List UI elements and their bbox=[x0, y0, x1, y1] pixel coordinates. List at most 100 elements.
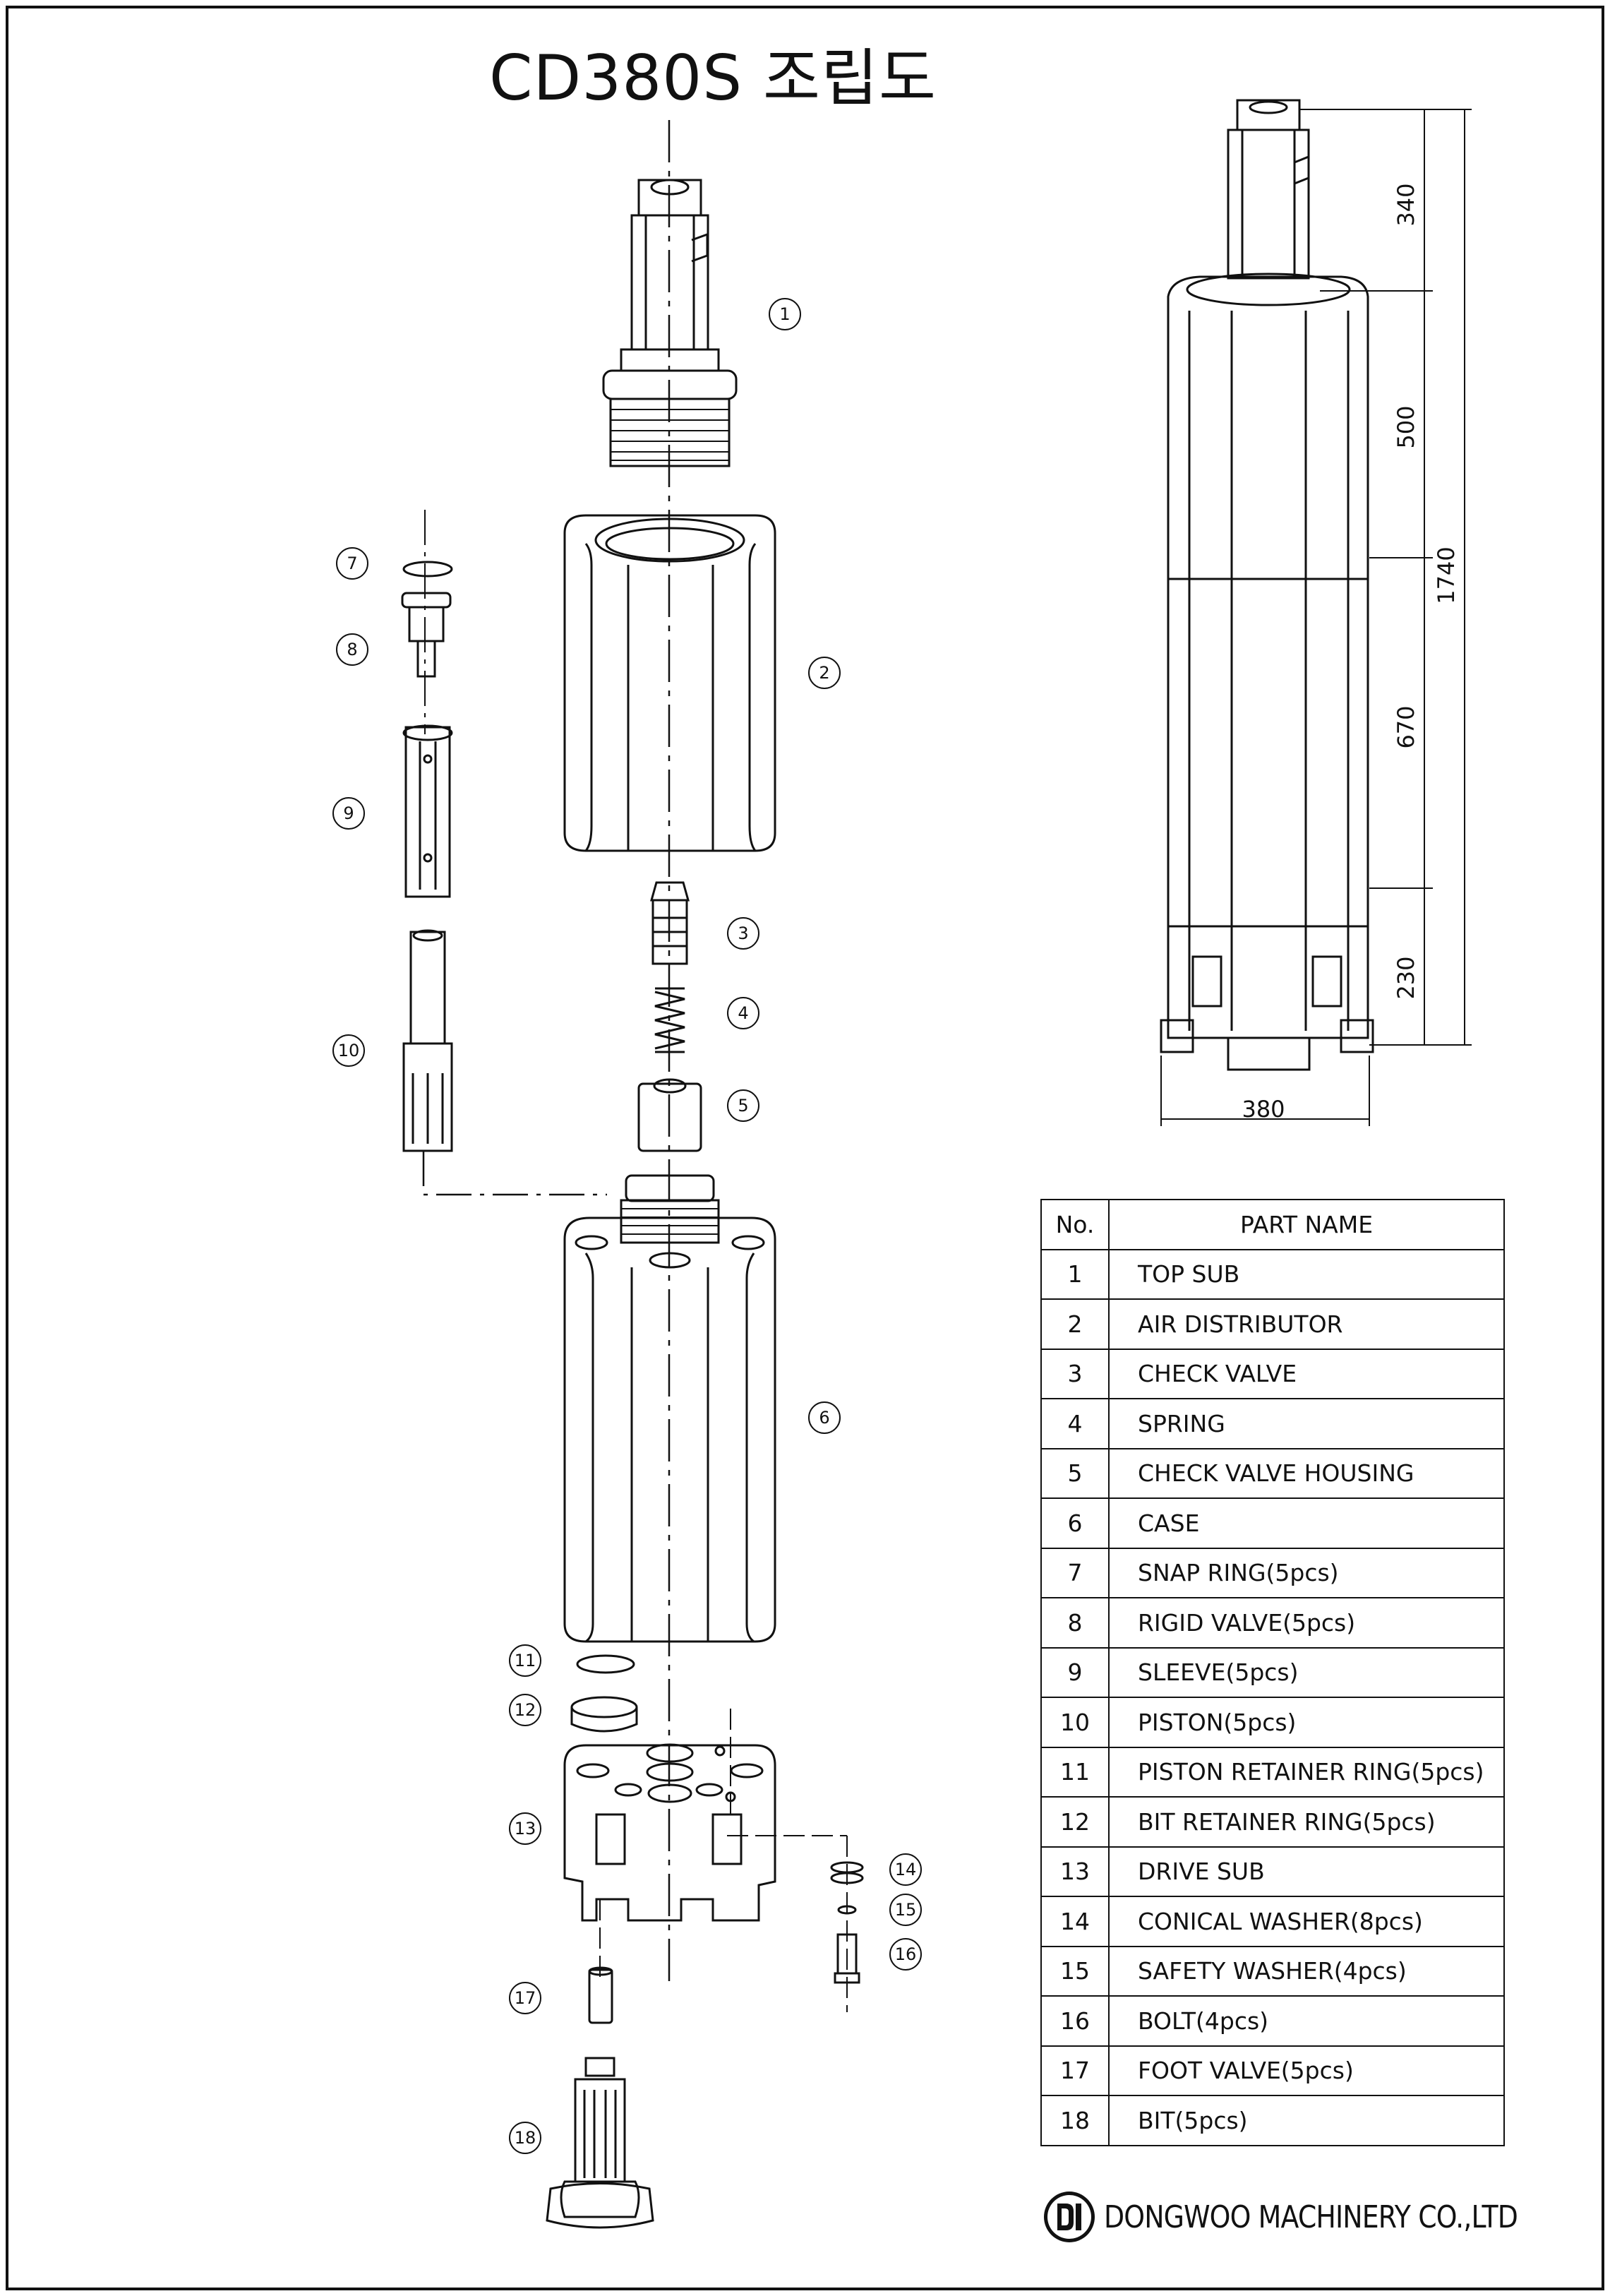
row-no: 11 bbox=[1040, 1746, 1110, 1798]
part-check-valve-housing bbox=[637, 1078, 702, 1152]
row-name: AIR DISTRIBUTOR bbox=[1108, 1298, 1505, 1350]
row-no: 15 bbox=[1040, 1945, 1110, 1997]
callout-18: 18 bbox=[509, 2122, 541, 2154]
row-name: PISTON(5pcs) bbox=[1108, 1697, 1505, 1748]
table-header-row: No. PART NAME bbox=[1040, 1199, 1505, 1250]
part-top-sub bbox=[602, 179, 738, 467]
callout-4: 4 bbox=[727, 997, 759, 1029]
dim-1740: 1740 bbox=[1433, 546, 1460, 604]
part-spring bbox=[654, 987, 685, 1053]
row-name: SAFETY WASHER(4pcs) bbox=[1108, 1945, 1505, 1997]
row-no: 2 bbox=[1040, 1298, 1110, 1350]
part-air-distributor bbox=[563, 514, 776, 852]
callout-17-label: 17 bbox=[515, 1988, 536, 2008]
row-name: RIGID VALVE(5pcs) bbox=[1108, 1597, 1505, 1649]
row-name: TOP SUB bbox=[1108, 1248, 1505, 1300]
part-piston bbox=[402, 929, 607, 1196]
part-check-valve bbox=[650, 881, 690, 965]
header-part-name: PART NAME bbox=[1108, 1199, 1505, 1250]
row-no: 4 bbox=[1040, 1398, 1110, 1449]
company-logo: DONGWOO MACHINERY CO.,LTD bbox=[1042, 2189, 1585, 2245]
dim-670: 670 bbox=[1393, 705, 1419, 748]
row-no: 12 bbox=[1040, 1796, 1110, 1848]
row-no: 3 bbox=[1040, 1348, 1110, 1399]
row-name: CONICAL WASHER(8pcs) bbox=[1108, 1896, 1505, 1947]
callout-2: 2 bbox=[808, 657, 841, 689]
row-no: 6 bbox=[1040, 1497, 1110, 1549]
callout-10-label: 10 bbox=[338, 1041, 360, 1060]
callout-5-label: 5 bbox=[738, 1096, 748, 1116]
callout-10: 10 bbox=[332, 1034, 365, 1067]
row-no: 10 bbox=[1040, 1697, 1110, 1748]
row-no: 16 bbox=[1040, 1995, 1110, 2047]
callout-9-label: 9 bbox=[343, 803, 354, 823]
row-name: SPRING bbox=[1108, 1398, 1505, 1449]
row-no: 13 bbox=[1040, 1846, 1110, 1897]
callout-14: 14 bbox=[889, 1853, 922, 1886]
callout-6-label: 6 bbox=[819, 1408, 829, 1428]
dim-380: 380 bbox=[1242, 1096, 1285, 1123]
callout-17: 17 bbox=[509, 1982, 541, 2014]
callout-16-label: 16 bbox=[895, 1944, 917, 1964]
row-name: CHECK VALVE bbox=[1108, 1348, 1505, 1399]
callout-3: 3 bbox=[727, 917, 759, 950]
callout-7: 7 bbox=[336, 547, 368, 580]
part-safety-washer bbox=[837, 1905, 857, 1915]
row-no: 8 bbox=[1040, 1597, 1110, 1649]
sheet-border bbox=[6, 6, 1604, 2290]
callout-7-label: 7 bbox=[347, 554, 357, 573]
callout-8-label: 8 bbox=[347, 640, 357, 659]
row-name: FOOT VALVE(5pcs) bbox=[1108, 2045, 1505, 2096]
row-name: SNAP RING(5pcs) bbox=[1108, 1547, 1505, 1598]
callout-1: 1 bbox=[769, 298, 801, 330]
dongwoo-logo-icon bbox=[1044, 2192, 1095, 2242]
callout-9: 9 bbox=[332, 797, 365, 830]
callout-15-label: 15 bbox=[895, 1900, 917, 1920]
row-name: DRIVE SUB bbox=[1108, 1846, 1505, 1897]
dim-500: 500 bbox=[1393, 405, 1419, 448]
row-name: PISTON RETAINER RING(5pcs) bbox=[1108, 1746, 1505, 1798]
part-piston-retainer-ring bbox=[576, 1654, 635, 1674]
part-sleeve bbox=[402, 724, 453, 898]
callout-11-label: 11 bbox=[515, 1651, 536, 1670]
row-no: 18 bbox=[1040, 2095, 1110, 2146]
dim-340: 340 bbox=[1393, 183, 1419, 226]
row-no: 14 bbox=[1040, 1896, 1110, 1947]
part-bolt bbox=[834, 1933, 860, 1984]
callout-15: 15 bbox=[889, 1894, 922, 1926]
part-snap-ring bbox=[402, 510, 453, 734]
row-no: 5 bbox=[1040, 1447, 1110, 1499]
part-conical-washer bbox=[830, 1861, 864, 1884]
row-name: BOLT(4pcs) bbox=[1108, 1995, 1505, 2047]
callout-2-label: 2 bbox=[819, 663, 829, 683]
callout-11: 11 bbox=[509, 1644, 541, 1677]
row-name: CHECK VALVE HOUSING bbox=[1108, 1447, 1505, 1499]
part-bit bbox=[546, 2057, 654, 2229]
assembled-view bbox=[1160, 99, 1374, 1071]
row-no: 17 bbox=[1040, 2045, 1110, 2096]
header-no: No. bbox=[1040, 1199, 1110, 1250]
row-name: CASE bbox=[1108, 1497, 1505, 1549]
callout-16: 16 bbox=[889, 1938, 922, 1971]
part-case bbox=[563, 1174, 776, 1643]
row-no: 7 bbox=[1040, 1547, 1110, 1598]
part-bit-retainer-ring bbox=[570, 1696, 638, 1733]
company-name: DONGWOO MACHINERY CO.,LTD bbox=[1104, 2199, 1518, 2235]
callout-8: 8 bbox=[336, 633, 368, 666]
